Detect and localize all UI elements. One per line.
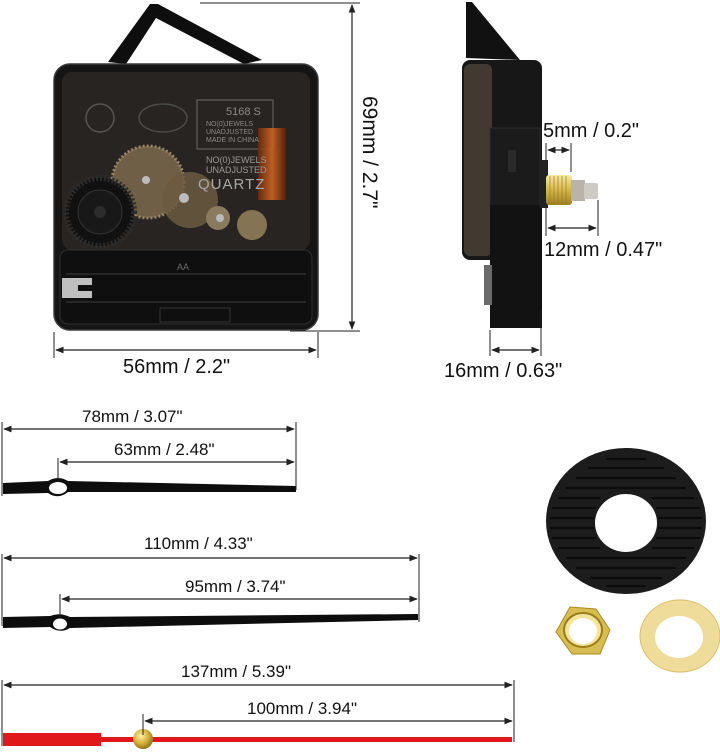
- dimension-front-height: [200, 2, 360, 332]
- movement-front: [53, 4, 319, 331]
- dimension-hour-total: [1, 422, 297, 496]
- hour-hand-tip-label: 63mm / 2.48": [114, 440, 215, 459]
- brass-washer: [639, 599, 720, 673]
- second-hand-cap-icon: [133, 729, 153, 749]
- hanger-icon: [108, 4, 262, 64]
- dimension-second-total: [1, 680, 515, 746]
- front-width-label: 56mm / 2.2": [123, 356, 231, 378]
- dimension-depth: [489, 310, 542, 356]
- dimension-second-tip: [142, 714, 513, 735]
- shaft-length-label: 12mm / 0.47": [544, 239, 663, 261]
- front-height-label: 69mm / 2.7": [358, 96, 381, 209]
- label-plate-line2: UNADJUSTED: [206, 129, 254, 136]
- dimension-front-width: [53, 332, 319, 358]
- label-plate-line3: MADE IN CHINA: [206, 137, 259, 144]
- minute-hand-tip-label: 95mm / 3.74": [185, 577, 286, 596]
- hour-hand-total-label: 78mm / 3.07": [82, 407, 183, 426]
- label-plate-model: 5168 S: [226, 106, 261, 118]
- body-text-line1: NO(0)JEWELS: [206, 155, 267, 165]
- thread-length-label: 5mm / 0.2": [543, 120, 640, 142]
- body-text-line3: QUARTZ: [198, 176, 266, 193]
- minute-hand: [3, 614, 418, 631]
- hex-nut: [555, 606, 611, 655]
- second-hand-tip-label: 100mm / 3.94": [247, 699, 357, 718]
- label-plate-line1: NO(0)JEWELS: [206, 121, 254, 128]
- battery-text: AA: [177, 262, 190, 272]
- minute-hand-total-label: 110mm / 4.33": [144, 534, 253, 553]
- depth-label: 16mm / 0.63": [444, 360, 563, 382]
- rubber-gasket: [546, 448, 706, 594]
- hour-hand: [3, 478, 296, 497]
- dimension-hour-tip: [57, 458, 295, 482]
- body-text-line2: UNADJUSTED: [206, 165, 267, 175]
- dimension-minute-tip: [59, 594, 418, 617]
- second-hand: [3, 729, 512, 749]
- movement-side: [462, 2, 598, 328]
- dimension-thread: [545, 143, 572, 172]
- dimension-minute-total: [1, 554, 420, 626]
- second-hand-total-label: 137mm / 5.39": [181, 662, 291, 681]
- dimension-shaft: [545, 200, 599, 236]
